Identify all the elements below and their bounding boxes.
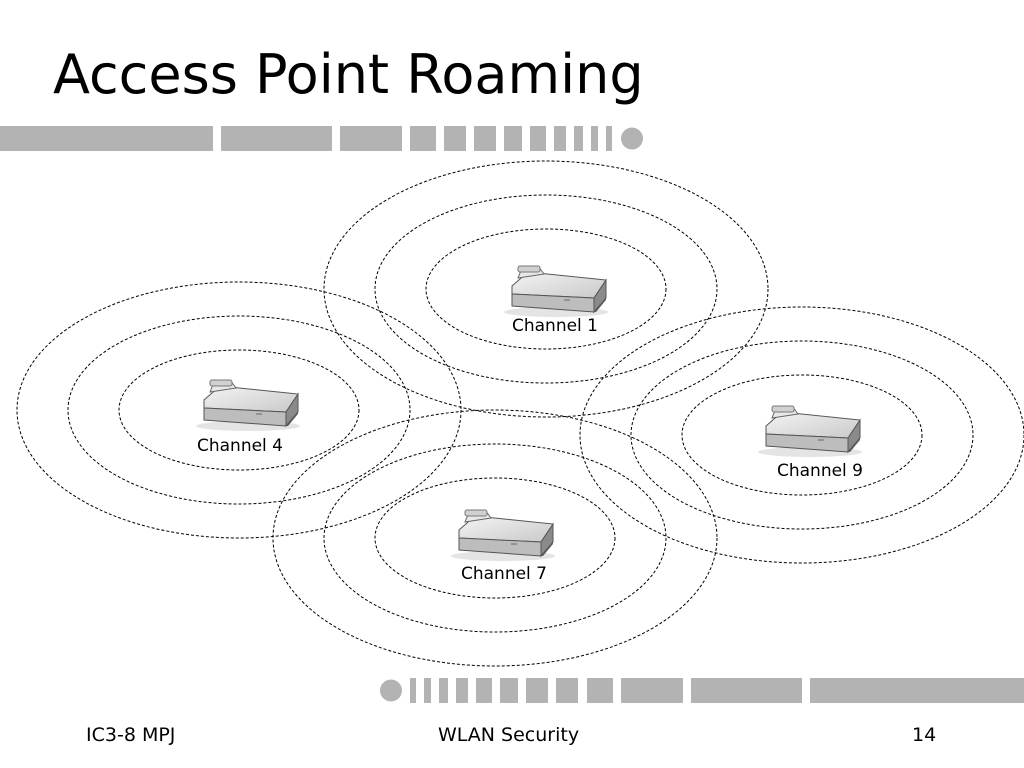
channel-1-label: Channel 1 bbox=[512, 316, 598, 336]
channel-4-label: Channel 4 bbox=[197, 436, 283, 456]
footer-course-code: IC3-8 MPJ bbox=[86, 724, 176, 746]
bottom-decorative-bar bbox=[380, 678, 1024, 703]
channel-7-label: Channel 7 bbox=[461, 564, 547, 584]
channel-9-label: Channel 9 bbox=[777, 461, 863, 481]
access-point-icon-channel-9 bbox=[757, 405, 863, 458]
access-point-icon-channel-4 bbox=[195, 379, 301, 432]
top-decorative-bar bbox=[0, 126, 643, 151]
coverage-rings-channel-9 bbox=[579, 306, 1024, 564]
coverage-rings-channel-1 bbox=[323, 160, 769, 418]
coverage-rings-channel-7 bbox=[272, 409, 718, 667]
roaming-diagram: Channel 1 Channel 4 Channel 9 Channel 7 bbox=[16, 160, 1024, 667]
access-point-icon-channel-7 bbox=[450, 509, 556, 562]
access-point-icon-channel-1 bbox=[503, 265, 609, 318]
slide-title: Access Point Roaming bbox=[53, 43, 644, 106]
footer-page-number: 14 bbox=[912, 724, 937, 746]
footer-topic: WLAN Security bbox=[438, 724, 580, 746]
coverage-rings-channel-4 bbox=[16, 281, 462, 539]
